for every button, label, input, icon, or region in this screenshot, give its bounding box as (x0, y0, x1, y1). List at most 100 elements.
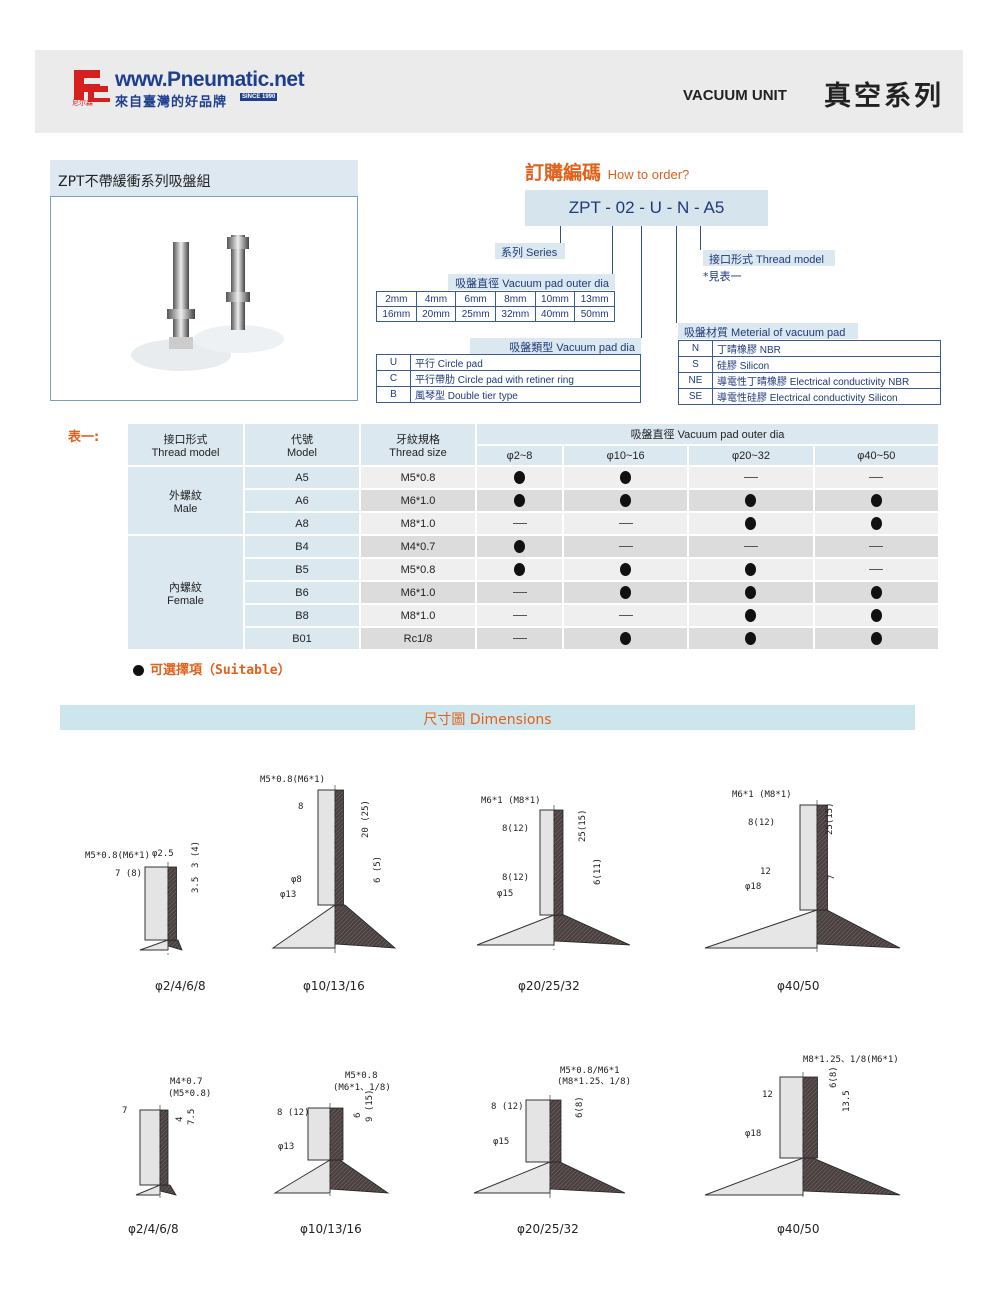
connector-line (612, 226, 613, 274)
dimension-drawing: M6*1 (M8*1)8(12)25(15)8(12)φ156(11)φ20/2… (476, 796, 631, 993)
fitting-section (802, 1076, 818, 1159)
legend: 可選擇項（Suitable） (133, 659, 291, 678)
fit-cell (563, 604, 690, 628)
not-available-dash-icon (869, 546, 884, 548)
dimension-label: (M6*1、1/8) (333, 1083, 391, 1093)
svg-text:尼尔森: 尼尔森 (72, 98, 93, 106)
thread-size-cell: M8*1.0 (360, 604, 477, 628)
fit-cell (813, 535, 941, 559)
fit-cell (688, 604, 815, 628)
thread-size-cell: M6*1.0 (360, 581, 477, 605)
fitting-section (167, 866, 177, 941)
dimension-label: 6(8) (829, 1066, 839, 1088)
dia-option: 10mm (534, 291, 576, 307)
model-cell: B5 (244, 558, 361, 582)
pad-cone (476, 914, 555, 946)
dimension-label: 6(8) (575, 1096, 585, 1118)
thread-note: *見表一 (703, 270, 742, 283)
suitable-dot-icon (620, 563, 632, 576)
option-desc: 平行 Circle pad (410, 354, 641, 371)
fit-cell (813, 489, 941, 513)
col-dia-range: φ40~50 (813, 445, 941, 467)
option-desc: 平行帶肋 Circle pad with retiner ring (410, 370, 641, 387)
dimension-label: 6(11) (593, 858, 603, 885)
pad-cone (271, 904, 336, 949)
fitting-body (539, 809, 555, 916)
fit-cell (476, 581, 565, 605)
dimension-label: M5*0.8 (345, 1071, 378, 1081)
dimension-label: 4 (175, 1117, 185, 1122)
dimension-label: 6 (5) (373, 856, 383, 883)
col-dia-range: φ2~8 (476, 445, 565, 467)
suitable-dot-icon (514, 563, 525, 576)
suitable-dot-icon (870, 517, 882, 530)
header-band (35, 50, 963, 133)
dimension-label: 25(15) (825, 802, 835, 835)
dimensions-title: 尺寸圖 Dimensions (60, 705, 915, 730)
fitting-section (816, 804, 828, 911)
pad-section (802, 1157, 901, 1196)
drawing-caption: φ40/50 (777, 1222, 820, 1236)
fitting-section (549, 1099, 562, 1163)
dimension-label: 8(12) (502, 824, 529, 834)
series-label: 系列 Series (495, 243, 565, 259)
dimension-label: 3 (4) (191, 841, 201, 868)
dimension-label: 8(12) (502, 873, 529, 883)
suction-cup-image (131, 235, 284, 371)
pad-section (553, 914, 631, 946)
connector-line (560, 226, 561, 244)
not-available-dash-icon (618, 523, 633, 525)
fit-cell (813, 512, 941, 536)
dimension-label: 9 (15) (365, 1089, 375, 1122)
fit-cell (688, 581, 815, 605)
dimension-label: 7 (827, 875, 837, 880)
suitable-dot-icon (514, 494, 525, 507)
fit-cell (563, 512, 690, 536)
dimension-label: M4*0.7 (170, 1077, 203, 1087)
fit-cell (563, 627, 690, 651)
dimension-label: 8 (298, 802, 303, 812)
thread-size-cell: M5*0.8 (360, 558, 477, 582)
brand-url[interactable]: www.Pneumatic.net (115, 68, 305, 91)
col-pad-dia: 吸盤直徑 Vacuum pad outer dia (476, 424, 940, 446)
dimension-label: 12 (760, 867, 771, 877)
section-title-zh: 真空系列 (824, 81, 944, 112)
col-dia-range: φ20~32 (688, 445, 815, 467)
order-code: ZPT - 02 - U - N - A5 (525, 190, 768, 226)
not-available-dash-icon (618, 615, 633, 617)
option-desc: 導電性硅膠 Electrical conductivity Silicon (712, 388, 941, 405)
dia-option: 13mm (574, 291, 615, 307)
drawing-caption: φ40/50 (777, 979, 820, 993)
dimension-label: φ18 (745, 1129, 761, 1139)
fit-cell (563, 535, 690, 559)
dimension-label: (M5*0.8) (168, 1089, 211, 1099)
suitable-dot-icon (514, 471, 525, 484)
brand-slogan: 來自臺灣的好品牌 (115, 95, 228, 110)
fit-cell (563, 558, 690, 582)
drawing-caption: φ10/13/16 (303, 979, 365, 993)
thread-size-cell: M6*1.0 (360, 489, 477, 513)
suitable-dot-icon (514, 540, 525, 553)
drawing-caption: φ20/25/32 (518, 979, 580, 993)
dimension-label: 7 (8) (115, 869, 142, 879)
suitable-dot-icon (620, 471, 632, 484)
dimension-label: M5*0.8/M6*1 (560, 1066, 620, 1076)
suitable-dot-icon (870, 632, 882, 645)
suitable-dot-icon (745, 494, 757, 507)
not-available-dash-icon (512, 638, 527, 640)
option-code: SE (678, 388, 713, 405)
